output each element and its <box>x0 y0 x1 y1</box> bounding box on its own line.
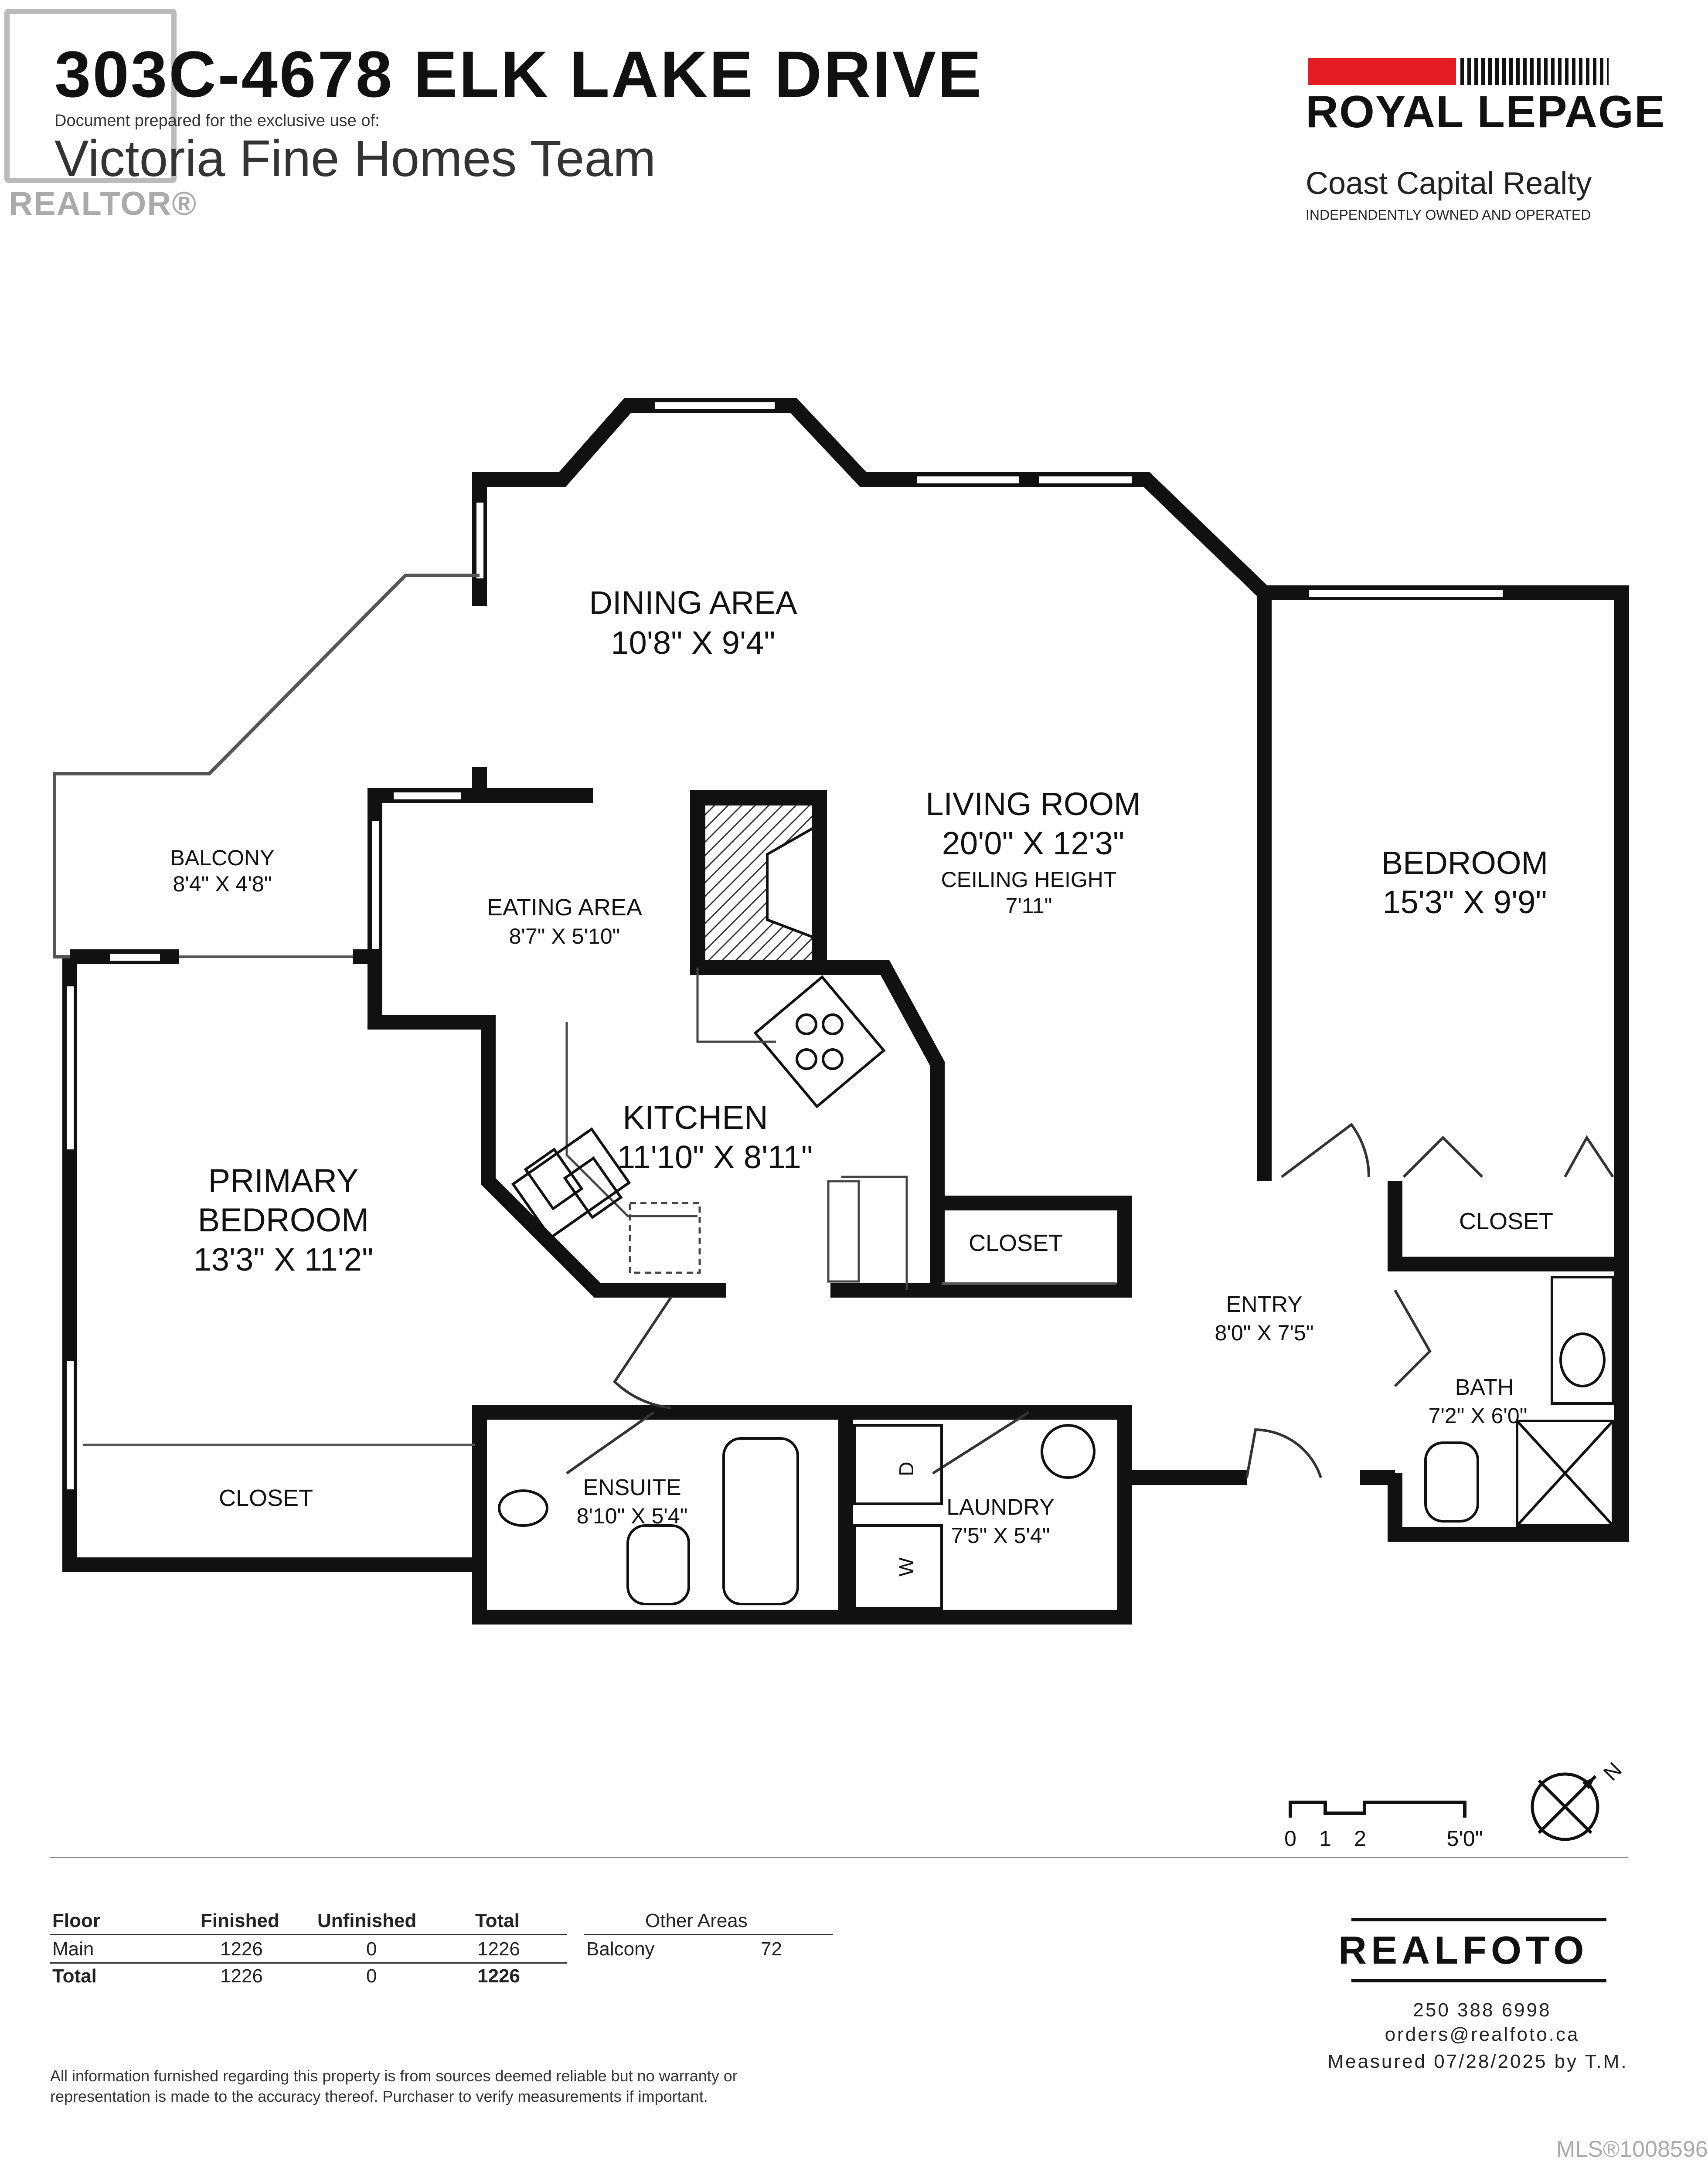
bath-label: BATH <box>1455 1375 1514 1400</box>
dishwasher-icon <box>629 1202 701 1274</box>
other-areas-header: Other Areas <box>645 1910 748 1931</box>
realfoto-bottom-rule <box>1351 1979 1606 1982</box>
table-row-rule <box>50 1962 567 1964</box>
table-header-rule <box>50 1934 567 1935</box>
table-row-main-total: 1226 <box>477 1938 520 1960</box>
kitchen-sink-icon <box>511 1127 631 1240</box>
other-area-name: Balcony <box>586 1938 655 1960</box>
scale-tick-0: 0 <box>1284 1826 1296 1851</box>
washer-label: W <box>895 1557 918 1577</box>
center-closet-label: CLOSET <box>969 1230 1063 1256</box>
eating-label: EATING AREA <box>487 894 642 921</box>
other-areas-rule <box>584 1934 833 1935</box>
table-row-main-unfinished: 0 <box>366 1938 377 1960</box>
table-header-finished: Finished <box>201 1910 279 1931</box>
dryer-label: D <box>895 1461 918 1476</box>
bedroom-closet-label: CLOSET <box>1459 1208 1553 1234</box>
table-row-main-finished: 1226 <box>220 1938 263 1960</box>
scale-bar: 0 1 2 5'0" <box>1284 1801 1483 1851</box>
door-swings <box>566 1122 1614 1478</box>
measured-note: Measured 07/28/2025 by T.M. <box>1327 2051 1628 2072</box>
realfoto-phone: 250 388 6998 <box>1413 1999 1551 2021</box>
ceiling-height-value: 7'11" <box>1005 894 1052 918</box>
bedroom-size: 15'3" X 9'9" <box>1382 884 1547 920</box>
ensuite-size: 8'10" X 5'4" <box>577 1504 688 1528</box>
brokerage-name: ROYAL LEPAGE <box>1306 87 1666 137</box>
laundry-fixtures <box>853 1424 1096 1610</box>
windows <box>64 400 1505 1492</box>
table-header-unfinished: Unfinished <box>317 1910 417 1931</box>
compass-icon: N <box>1531 1758 1626 1841</box>
bath-size: 7'2" X 6'0" <box>1429 1404 1528 1428</box>
table-row-total-unfinished: 0 <box>366 1965 377 1987</box>
property-address: 303C-4678 ELK LAKE DRIVE <box>54 37 983 111</box>
living-label: LIVING ROOM <box>925 786 1140 822</box>
stove-icon <box>753 975 886 1108</box>
balcony-label: BALCONY <box>170 846 275 870</box>
fireplace-icon <box>703 803 814 962</box>
dining-size: 10'8" X 9'4" <box>611 625 775 661</box>
bedroom-label: BEDROOM <box>1381 845 1548 881</box>
table-header-total: Total <box>475 1910 520 1931</box>
scale-tick-2: 2 <box>1354 1826 1366 1851</box>
living-size: 20'0" X 12'3" <box>942 825 1124 861</box>
realtor-logo-frame <box>4 9 177 183</box>
kitchen-size: 11'10" X 8'11" <box>617 1139 813 1175</box>
primary-size: 13'3" X 11'2" <box>194 1241 374 1278</box>
primary-closet-label: CLOSET <box>219 1485 313 1511</box>
realfoto-brand: REALFOTO <box>1338 1929 1589 1972</box>
balcony-size: 8'4" X 4'8" <box>173 872 272 896</box>
primary-label-line2: BEDROOM <box>198 1202 369 1239</box>
disclaimer: All information furnished regarding this… <box>50 2067 738 2105</box>
kitchen-counters <box>565 968 908 1290</box>
scale-tick-5: 5'0" <box>1447 1826 1483 1851</box>
north-label: N <box>1599 1758 1626 1785</box>
team-name: Victoria Fine Homes Team <box>54 130 656 187</box>
prepared-for-label: Document prepared for the exclusive use … <box>54 112 380 130</box>
entry-size: 8'0" X 7'5" <box>1215 1321 1314 1345</box>
primary-label-line1: PRIMARY <box>208 1162 359 1200</box>
table-row-total-floor: Total <box>52 1965 97 1987</box>
royal-lepage-red-bar <box>1308 58 1456 85</box>
brokerage-office: Coast Capital Realty <box>1306 166 1592 201</box>
eating-size: 8'7" X 5'10" <box>509 924 620 948</box>
table-header-floor: Floor <box>52 1910 100 1931</box>
kitchen-label: KITCHEN <box>623 1099 768 1136</box>
dining-label: DINING AREA <box>589 585 798 621</box>
realfoto-email: orders@realfoto.ca <box>1385 2024 1580 2045</box>
footer-divider <box>50 1857 1628 1858</box>
entry-label: ENTRY <box>1226 1292 1302 1317</box>
scale-tick-1: 1 <box>1319 1826 1331 1851</box>
realtor-watermark: REALTOR® <box>9 185 197 222</box>
table-row-main-floor: Main <box>52 1938 94 1960</box>
balcony-outline <box>53 574 480 958</box>
bath-fixtures <box>1424 1276 1614 1527</box>
brokerage-tagline: INDEPENDENTLY OWNED AND OPERATED <box>1306 207 1591 223</box>
ensuite-label: ENSUITE <box>583 1475 681 1500</box>
ceiling-height-label: CEILING HEIGHT <box>941 867 1117 892</box>
laundry-label: LAUNDRY <box>946 1495 1055 1520</box>
other-area-value: 72 <box>761 1938 782 1960</box>
laundry-size: 7'5" X 5'4" <box>951 1523 1050 1548</box>
table-row-total-finished: 1226 <box>220 1965 263 1987</box>
realfoto-top-rule <box>1351 1918 1606 1921</box>
table-row-total-total: 1226 <box>477 1965 520 1987</box>
ensuite-fixtures <box>498 1437 799 1605</box>
mls-number: MLS®1008596 <box>1556 2137 1708 2162</box>
royal-lepage-stripe-bar <box>1460 58 1609 85</box>
